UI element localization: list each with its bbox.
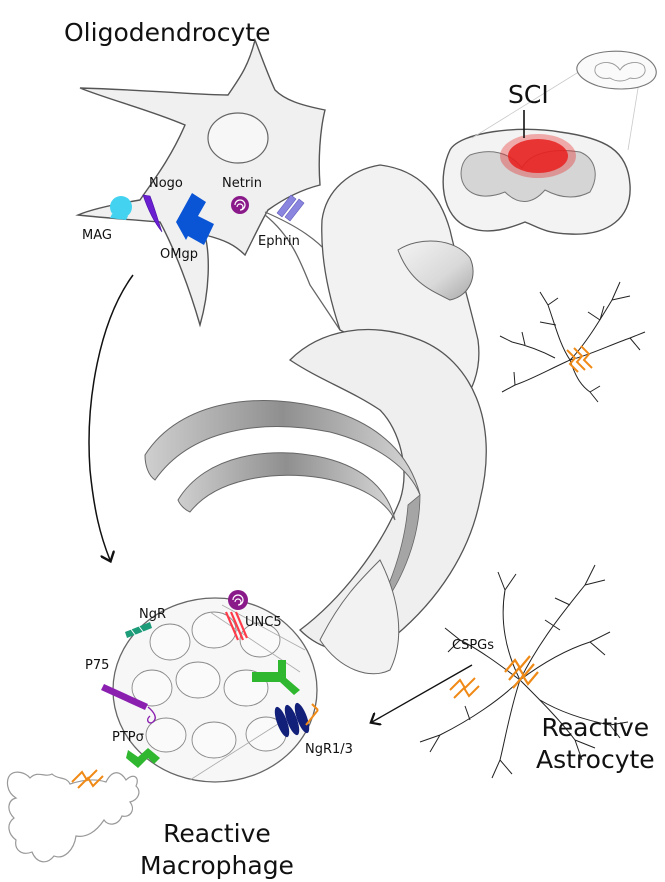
ngr13-label: NgR1/3 [305,742,353,757]
oligodendrocyte-label: Oligodendrocyte [64,18,270,47]
cspg-arrow [372,665,472,722]
sci-label: SCI [508,80,549,109]
reactive-astrocyte-line1: Reactive [536,712,655,744]
reactive-astrocyte-line2: Astrocyte [536,744,655,776]
upper-astrocyte [500,282,645,402]
netrin-label: Netrin [222,176,262,191]
oligodendrocyte-cell [78,40,325,325]
cspgs-label: CSPGs [452,638,494,653]
netrin-icon [231,196,249,214]
myelin-sheath-outer [145,400,420,495]
ptp-sigma-label: PTPσ [112,730,144,745]
reactive-macrophage [8,772,139,862]
myelin-sheath-inner [178,453,395,520]
omgp-label: OMgp [160,247,198,262]
p75-label: P75 [85,658,109,673]
reactive-macrophage-label: Reactive Macrophage [140,818,294,882]
nogo-label: Nogo [149,176,183,191]
migration-arrow [89,275,133,560]
unc5-label: UNC5 [245,615,282,630]
ephrin-label: Ephrin [258,234,300,249]
oligodendrocyte-nucleus [208,113,268,163]
reactive-macrophage-line1: Reactive [140,818,294,850]
free-cspg-icon [450,678,479,698]
reactive-macrophage-line2: Macrophage [140,850,294,882]
mag-label: MAG [82,228,112,243]
reactive-astrocyte-label: Reactive Astrocyte [536,712,655,776]
ngr-label: NgR [139,607,166,622]
spinal-cord-icon [577,51,656,89]
